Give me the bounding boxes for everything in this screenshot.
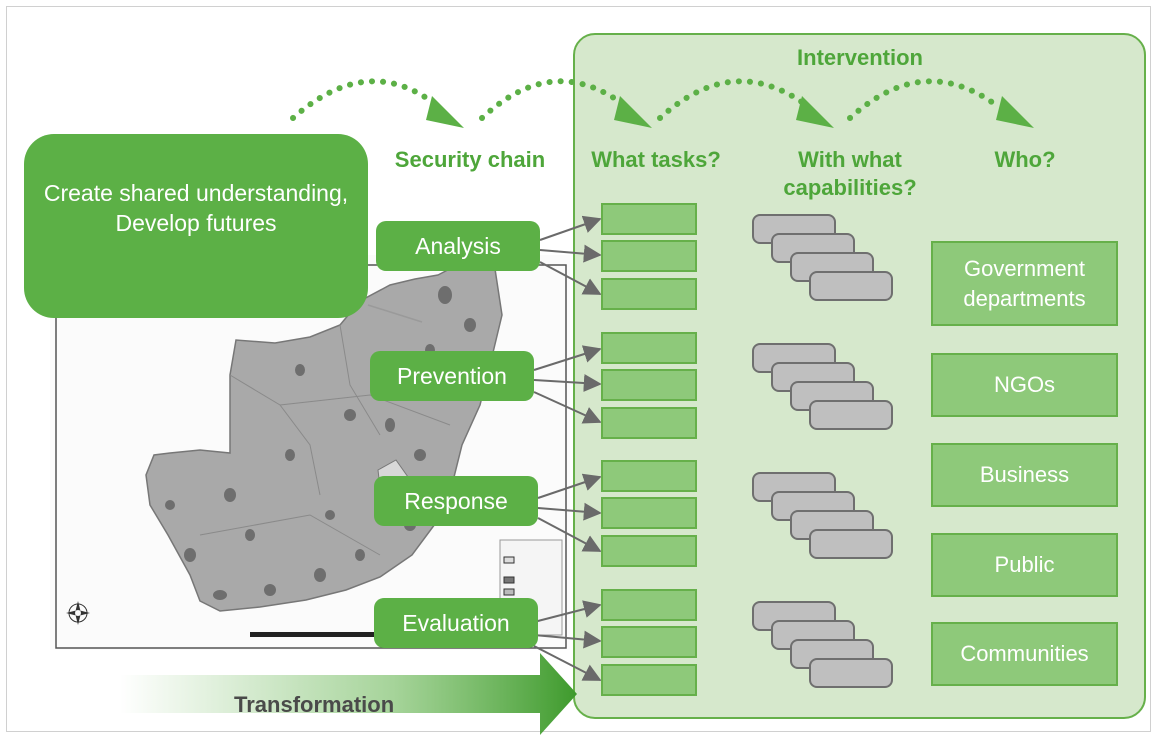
stage-prevention: Prevention xyxy=(370,351,534,401)
capability-card xyxy=(809,271,893,301)
task-box xyxy=(601,369,697,401)
capabilities-label: With what capabilities? xyxy=(783,147,917,200)
security-chain-label: Security chain xyxy=(394,147,546,172)
task-box xyxy=(601,240,697,272)
actor-business: Business xyxy=(931,443,1118,507)
stage-response: Response xyxy=(374,476,538,526)
task-box xyxy=(601,664,697,696)
arrowhead-1 xyxy=(426,96,464,128)
actor-public: Public xyxy=(931,533,1118,597)
transformation-arrow xyxy=(120,653,577,735)
task-box xyxy=(601,626,697,658)
outer-frame xyxy=(6,6,1151,732)
dotted-arrow-1 xyxy=(290,78,443,121)
shared-understanding-box: Create shared understanding, Develop fut… xyxy=(24,134,368,318)
task-box xyxy=(601,535,697,567)
dotted-arrow-2 xyxy=(479,78,631,121)
task-box xyxy=(601,278,697,310)
arrowhead-4 xyxy=(996,96,1034,128)
dotted-arrow-heads xyxy=(426,96,1034,128)
stage-analysis: Analysis xyxy=(376,221,540,271)
compass-rose-icon xyxy=(66,601,90,625)
task-box xyxy=(601,203,697,235)
arrowhead-3 xyxy=(796,96,834,128)
task-box xyxy=(601,460,697,492)
actor-government: Government departments xyxy=(931,241,1118,326)
task-box xyxy=(601,332,697,364)
capability-card xyxy=(809,529,893,559)
task-box xyxy=(601,497,697,529)
callout-line xyxy=(367,304,423,323)
capability-card xyxy=(809,400,893,430)
arrowhead-2 xyxy=(614,96,652,128)
capability-card xyxy=(809,658,893,688)
province-borders xyxy=(199,324,451,556)
dotted-flow-arrows xyxy=(290,78,1003,121)
actor-ngos: NGOs xyxy=(931,353,1118,417)
who-label: Who? xyxy=(994,147,1056,172)
what-tasks-label: What tasks? xyxy=(591,147,721,172)
task-box xyxy=(601,407,697,439)
transformation-label: Transformation xyxy=(234,692,395,717)
actor-communities: Communities xyxy=(931,622,1118,686)
intervention-title: Intervention xyxy=(797,45,923,70)
task-box xyxy=(601,589,697,621)
dotted-arrow-3 xyxy=(657,78,813,121)
stage-evaluation: Evaluation xyxy=(374,598,538,648)
map-scale-bar xyxy=(250,632,430,637)
task-arrows xyxy=(533,215,602,681)
dotted-arrow-4 xyxy=(847,78,1003,121)
